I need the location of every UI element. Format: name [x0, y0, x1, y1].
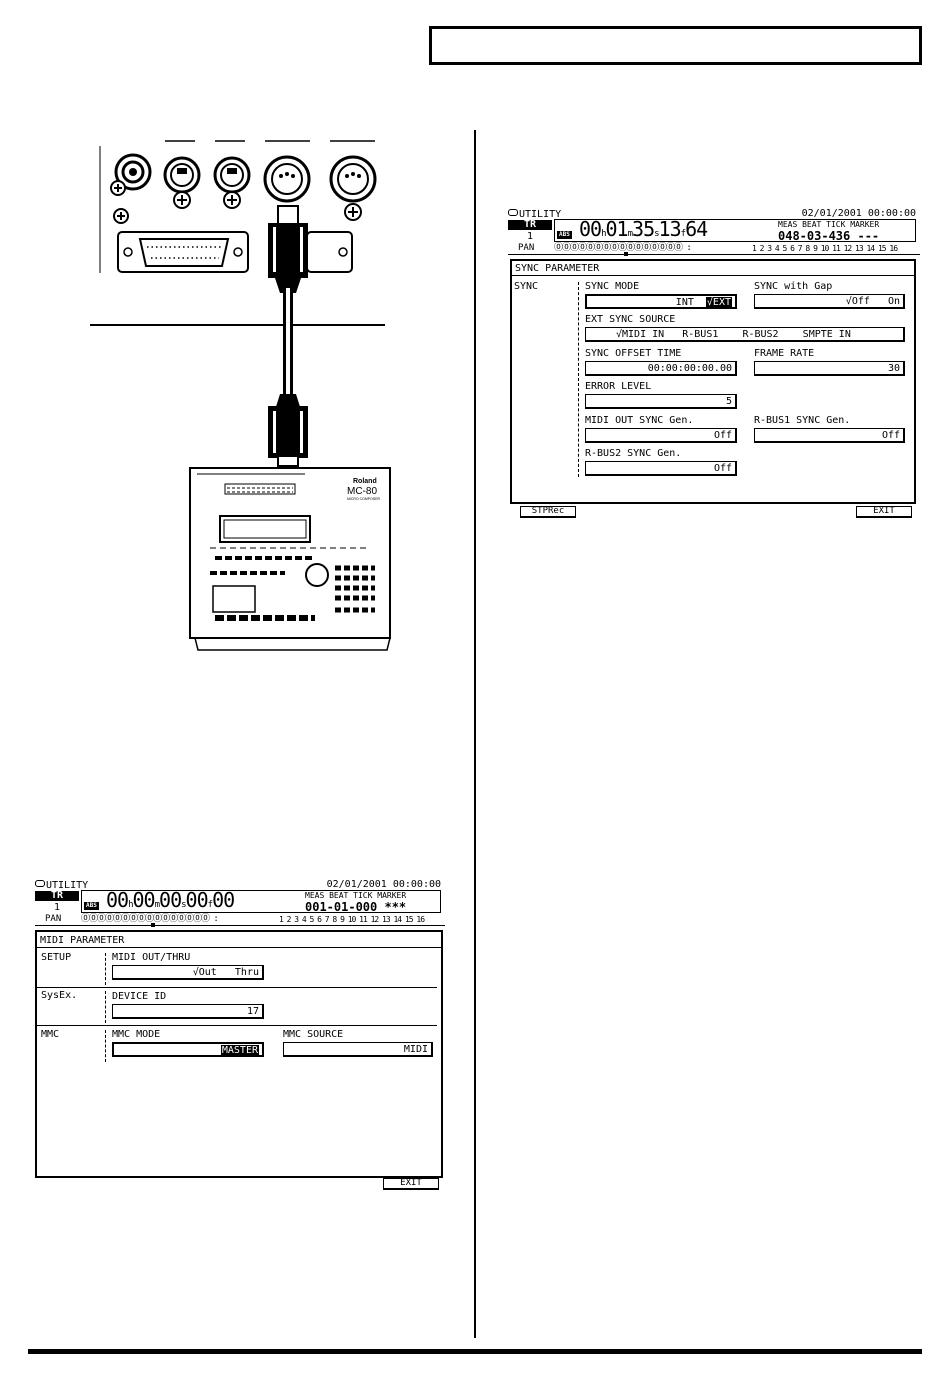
track-number: 1: [526, 231, 534, 242]
midi-parameter-screen: UTILITY 02/01/2001 00:00:00 TR 1 ABS 00h…: [35, 877, 445, 1190]
mbt-header: MEAS BEAT TICK MARKER: [305, 891, 407, 900]
midi-parameter-window: [35, 930, 443, 1178]
time-display: 00h00m00s00f00: [106, 888, 235, 912]
device-subtitle: MICRO COMPOSER: [347, 497, 381, 501]
section-sysex: SysEx.: [41, 990, 78, 1001]
mc80-device-illustration: Roland MC-80 MICRO COMPOSER: [189, 467, 391, 651]
track-number: 1: [53, 902, 61, 913]
db25-connector-icon: [117, 231, 249, 273]
track-label: TR: [508, 220, 552, 230]
rbus2-sync-field[interactable]: Off: [585, 461, 737, 476]
abs-badge: ABS: [84, 902, 99, 910]
pan-marker: [151, 923, 155, 927]
rbus1-sync-field[interactable]: Off: [754, 428, 905, 443]
midi-jack-icon: [329, 155, 377, 221]
device-id-field[interactable]: 17: [112, 1004, 264, 1019]
error-level-field[interactable]: 5: [585, 394, 737, 409]
section-mmc: MMC: [41, 1029, 60, 1040]
mini-din-jack-icon: [213, 156, 251, 209]
mbt-header: MEAS BEAT TICK MARKER: [778, 220, 880, 229]
mode-title: UTILITY: [508, 209, 561, 220]
ext-sync-source-field[interactable]: √MIDI IN R-BUS1 R-BUS2 SMPTE IN: [585, 327, 905, 342]
window-title: SYNC PARAMETER: [512, 263, 914, 276]
mmc-source-field[interactable]: MIDI: [283, 1042, 433, 1057]
pan-indicators: ⓪⓪⓪⓪⓪⓪⓪⓪⓪⓪⓪⓪⓪⓪⓪⓪ :: [554, 243, 692, 253]
mbt-value: 001-01-000 ***: [305, 900, 407, 914]
rca-jack-icon: [110, 153, 152, 196]
rbus2-sync-label: R-BUS2 SYNC Gen.: [585, 448, 682, 459]
midi-out-thru-field[interactable]: √Out Thru: [112, 965, 264, 980]
datetime: 02/01/2001 00:00:00: [801, 208, 916, 219]
midi-out-sync-field[interactable]: Off: [585, 428, 737, 443]
mode-title: UTILITY: [35, 880, 88, 891]
mbt-value: 048-03-436 ---: [778, 229, 880, 243]
midi-plug-icon: [268, 205, 308, 293]
time-box: [81, 890, 441, 913]
pan-label: PAN: [518, 243, 535, 253]
midi-jack-icon: [263, 155, 311, 203]
frame-rate-label: FRAME RATE: [754, 348, 815, 359]
utility-icon: [35, 880, 45, 887]
rbus1-sync-label: R-BUS1 SYNC Gen.: [754, 415, 851, 426]
sync-gap-label: SYNC with Gap: [754, 281, 833, 292]
time-display: 00h01m35s13f64: [579, 217, 708, 241]
connection-diagram: Roland MC-80 MICRO COMPOSER: [90, 140, 391, 651]
exit-button[interactable]: EXIT: [856, 506, 912, 518]
device-brand: Roland: [353, 478, 377, 485]
channel-numbers: 1 2 3 4 5 6 7 8 9 10 11 12 13 14 15 16: [279, 915, 425, 924]
device-id-label: DEVICE ID: [112, 991, 167, 1002]
sync-parameter-window: [510, 259, 916, 504]
pan-marker: [624, 252, 628, 256]
mmc-source-label: MMC SOURCE: [283, 1029, 344, 1040]
mmc-mode-label: MMC MODE: [112, 1029, 161, 1040]
sync-gap-field[interactable]: √Off On: [754, 294, 905, 309]
frame-rate-field[interactable]: 30: [754, 361, 905, 376]
pan-indicators: ⓪⓪⓪⓪⓪⓪⓪⓪⓪⓪⓪⓪⓪⓪⓪⓪ :: [81, 914, 219, 924]
channel-numbers: 1 2 3 4 5 6 7 8 9 10 11 12 13 14 15 16: [752, 244, 898, 253]
pan-label: PAN: [45, 914, 62, 924]
sync-offset-field[interactable]: 00:00:00:00.00: [585, 361, 737, 376]
device-model: MC-80: [347, 486, 377, 497]
footer-rule: [28, 1349, 922, 1354]
time-box: [554, 219, 916, 242]
section-sync: SYNC: [514, 281, 539, 292]
midi-out-thru-label: MIDI OUT/THRU: [112, 952, 191, 963]
sync-mode-field[interactable]: INT √EXT: [585, 294, 737, 309]
section-setup: SETUP: [41, 952, 72, 963]
column-divider: [474, 130, 476, 1338]
track-label: TR: [35, 891, 79, 901]
chapter-header-box: [429, 26, 922, 65]
mini-din-jack-icon: [163, 156, 201, 209]
step-rec-button[interactable]: STPRec: [520, 506, 576, 518]
midi-out-sync-label: MIDI OUT SYNC Gen.: [585, 415, 694, 426]
sync-parameter-screen: UTILITY 02/01/2001 00:00:00 TR 1 ABS 00h…: [508, 206, 920, 518]
exit-button[interactable]: EXIT: [383, 1178, 439, 1190]
ext-sync-source-label: EXT SYNC SOURCE: [585, 314, 676, 325]
sync-offset-label: SYNC OFFSET TIME: [585, 348, 682, 359]
midi-plug-icon: [268, 394, 308, 467]
window-title: MIDI PARAMETER: [37, 935, 441, 948]
utility-icon: [508, 209, 518, 216]
mmc-mode-field[interactable]: MASTER: [112, 1042, 264, 1057]
datetime: 02/01/2001 00:00:00: [326, 879, 441, 890]
sync-mode-label: SYNC MODE: [585, 281, 640, 292]
abs-badge: ABS: [557, 231, 572, 239]
error-level-label: ERROR LEVEL: [585, 381, 652, 392]
